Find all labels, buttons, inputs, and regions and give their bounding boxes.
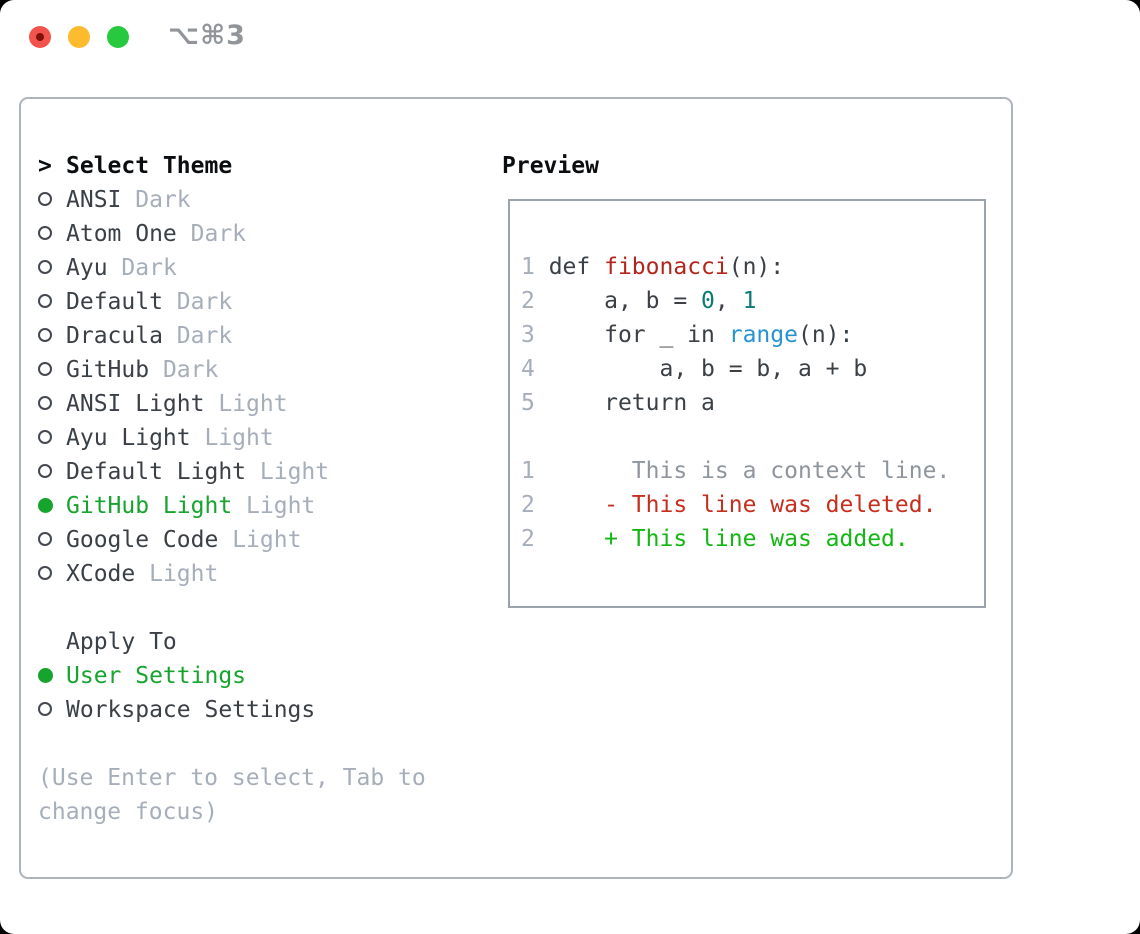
line-number: 4	[521, 356, 535, 382]
radio-icon	[38, 523, 66, 557]
variant-label: Light	[149, 561, 219, 587]
radio-selected-icon	[38, 489, 66, 523]
option-label: Default Light	[66, 459, 247, 485]
option-label: ANSI Light	[66, 391, 205, 417]
option-label: Google Code	[66, 527, 219, 553]
option-label: ANSI	[66, 187, 122, 213]
theme-option-github-light[interactable]: GitHub Light Light	[38, 489, 426, 523]
radio-icon	[38, 387, 66, 421]
radio-icon	[38, 353, 66, 387]
option-label: Ayu	[66, 255, 108, 281]
line-number: 1	[521, 254, 535, 280]
select-theme-header: > Select Theme	[38, 149, 426, 183]
line-number: 3	[521, 322, 535, 348]
option-label: Ayu Light	[66, 425, 191, 451]
option-label: GitHub	[66, 357, 150, 383]
apply-option-workspace-settings[interactable]: Workspace Settings	[38, 693, 426, 727]
line-number: 1	[521, 458, 535, 484]
variant-label: Dark	[176, 323, 233, 349]
apply-option-user-settings[interactable]: User Settings	[38, 659, 426, 693]
line-number: 2	[521, 526, 535, 552]
radio-icon	[38, 557, 66, 591]
theme-option-dracula[interactable]: Dracula Dark	[38, 319, 426, 353]
variant-label: Dark	[190, 221, 247, 247]
variant-label: Light	[204, 425, 274, 451]
radio-icon	[38, 455, 66, 489]
line-number: 2	[521, 288, 535, 314]
theme-option-ansi-light[interactable]: ANSI Light Light	[38, 387, 426, 421]
theme-option-xcode[interactable]: XCode Light	[38, 557, 426, 591]
variant-label: Light	[218, 391, 288, 417]
apply-to-label: Apply To	[66, 629, 177, 655]
spacer	[38, 727, 426, 761]
select-theme-label: Select Theme	[66, 153, 233, 179]
hint-line: change focus)	[38, 799, 219, 825]
close-button[interactable]	[29, 26, 51, 48]
line-number: 2	[521, 492, 535, 518]
preview-header: Preview	[502, 153, 599, 179]
radio-icon	[38, 183, 66, 217]
radio-icon	[38, 421, 66, 455]
keyboard-hint: (Use Enter to select, Tab to change focus…	[38, 761, 426, 829]
variant-label: Light	[246, 493, 316, 519]
code-line	[521, 420, 984, 454]
option-label: User Settings	[66, 663, 247, 689]
variant-label: Light	[259, 459, 330, 485]
option-label: Dracula	[66, 323, 163, 349]
traffic-lights	[29, 26, 129, 48]
option-label: Workspace Settings	[66, 697, 316, 723]
variant-label: Dark	[135, 187, 191, 213]
theme-option-atom-one[interactable]: Atom One Dark	[38, 217, 426, 251]
option-label: Default	[66, 289, 163, 315]
zoom-button[interactable]	[107, 26, 129, 48]
minimize-button[interactable]	[68, 26, 90, 48]
theme-option-ayu-light[interactable]: Ayu Light Light	[38, 421, 426, 455]
theme-option-ansi[interactable]: ANSI Dark	[38, 183, 426, 217]
option-label: GitHub Light	[66, 493, 233, 519]
line-number: 5	[521, 390, 535, 416]
preview-code: 1 def fibonacci(n): 2 a, b = 0, 1 3 for _ …	[521, 250, 984, 556]
code-line: 2 - This line was deleted.	[521, 492, 937, 518]
radio-icon	[38, 217, 66, 251]
spacer	[38, 591, 426, 625]
code-line: 3 for _ in range(n):	[521, 322, 854, 348]
radio-icon	[38, 693, 66, 727]
theme-option-github[interactable]: GitHub Dark	[38, 353, 426, 387]
window-title: ⌥⌘3	[168, 20, 246, 51]
hint-line: (Use Enter to select, Tab to	[38, 765, 426, 791]
code-line: 5 return a	[521, 390, 715, 416]
radio-icon	[38, 285, 66, 319]
theme-option-default-light[interactable]: Default Light Light	[38, 455, 426, 489]
preview-box: 1 def fibonacci(n): 2 a, b = 0, 1 3 for _ …	[508, 199, 986, 608]
code-line: 2 + This line was added.	[521, 526, 909, 552]
variant-label: Dark	[121, 255, 177, 281]
theme-option-ayu[interactable]: Ayu Dark	[38, 251, 426, 285]
radio-selected-icon	[38, 659, 66, 693]
code-line: 1 This is a context line.	[521, 458, 951, 484]
variant-label: Dark	[162, 357, 219, 383]
variant-label: Dark	[176, 289, 233, 315]
cursor-icon: >	[38, 153, 52, 179]
theme-option-google-code[interactable]: Google Code Light	[38, 523, 426, 557]
option-label: Atom One	[66, 221, 177, 247]
variant-label: Light	[232, 527, 302, 553]
code-line: 1 def fibonacci(n):	[521, 254, 785, 280]
theme-option-default[interactable]: Default Dark	[38, 285, 426, 319]
radio-icon	[38, 319, 66, 353]
code-line: 2 a, b = 0, 1	[521, 288, 757, 314]
code-line: 4 a, b = b, a + b	[521, 356, 868, 382]
radio-icon	[38, 251, 66, 285]
apply-to-header: Apply To	[38, 625, 426, 659]
option-label: XCode	[66, 561, 136, 587]
